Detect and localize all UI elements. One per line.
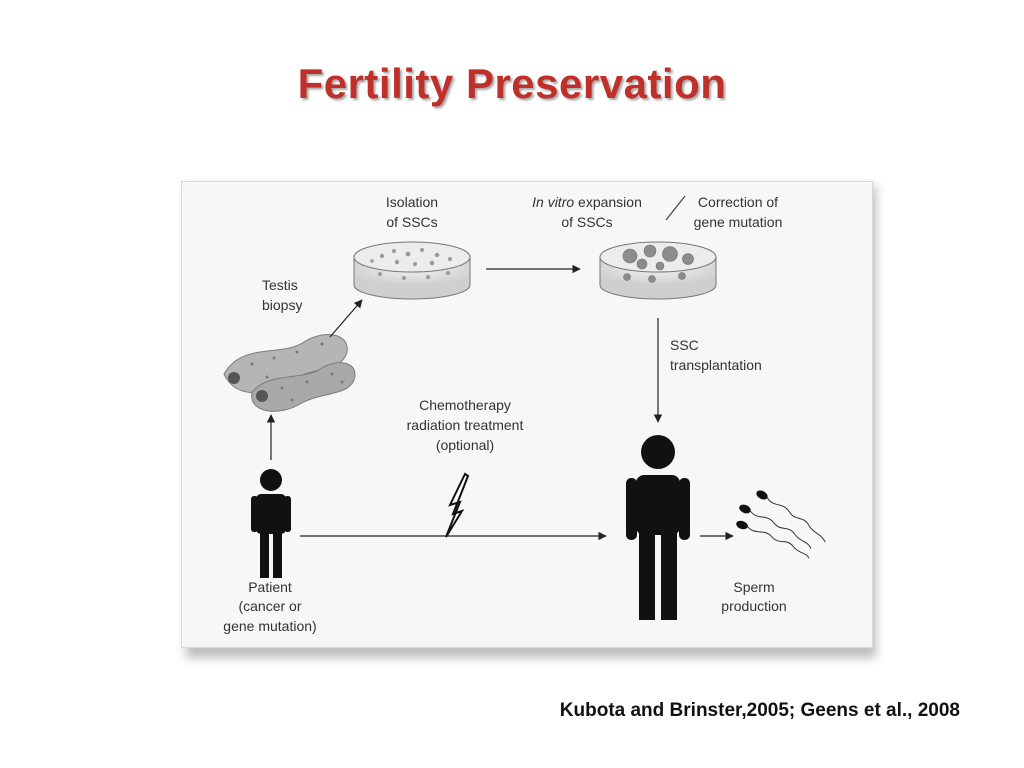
isolation-label-line2: of SSCs xyxy=(386,214,437,230)
chemo-label-line3: (optional) xyxy=(436,437,494,453)
citation-text: Kubota and Brinster,2005; Geens et al., … xyxy=(559,700,960,721)
testis-biopsy-label-line1: Testis xyxy=(262,277,298,293)
ssc-transplantation-label-line2: transplantation xyxy=(670,357,762,373)
sperm-production-label-line2: production xyxy=(721,598,786,614)
treated-patient-person-icon xyxy=(626,435,690,620)
testis-tubule-icon xyxy=(223,334,356,412)
biopsy-to-isolation-arrow xyxy=(329,299,363,338)
expansion-label-line1: In vitro expansion xyxy=(532,194,642,210)
patient-person-icon xyxy=(251,469,291,578)
patient-label-line3: gene mutation) xyxy=(223,618,316,634)
expansion-label-italic: In vitro xyxy=(532,194,574,210)
expansion-correction-slash xyxy=(665,195,686,221)
patient-label-line1: Patient xyxy=(248,579,292,595)
expansion-label-line2: of SSCs xyxy=(561,214,612,230)
ssc-diagram-figure: Isolation of SSCs In vitro expansion of … xyxy=(181,181,873,648)
sperm-production-label-line1: Sperm xyxy=(733,579,774,595)
expansion-petri-dish-icon xyxy=(599,241,717,300)
isolation-label-line1: Isolation xyxy=(386,194,438,210)
patient-label-line2: (cancer or xyxy=(238,598,301,614)
chemo-label-line1: Chemotherapy xyxy=(419,397,511,413)
isolation-petri-dish-icon xyxy=(353,241,471,300)
lightning-bolt-icon xyxy=(445,472,470,538)
correction-label-line1: Correction of xyxy=(698,194,778,210)
testis-biopsy-label-line2: biopsy xyxy=(262,297,302,313)
ssc-transplantation-label-line1: SSC xyxy=(670,337,699,353)
chemo-label-line2: radiation treatment xyxy=(407,417,524,433)
slide-title: Fertility Preservation xyxy=(297,60,727,107)
ssc-diagram-svg: Isolation of SSCs In vitro expansion of … xyxy=(223,194,826,634)
correction-label-line2: gene mutation xyxy=(694,214,783,230)
expansion-label-rest: expansion xyxy=(574,194,642,210)
sperm-cells-icon xyxy=(736,490,826,559)
